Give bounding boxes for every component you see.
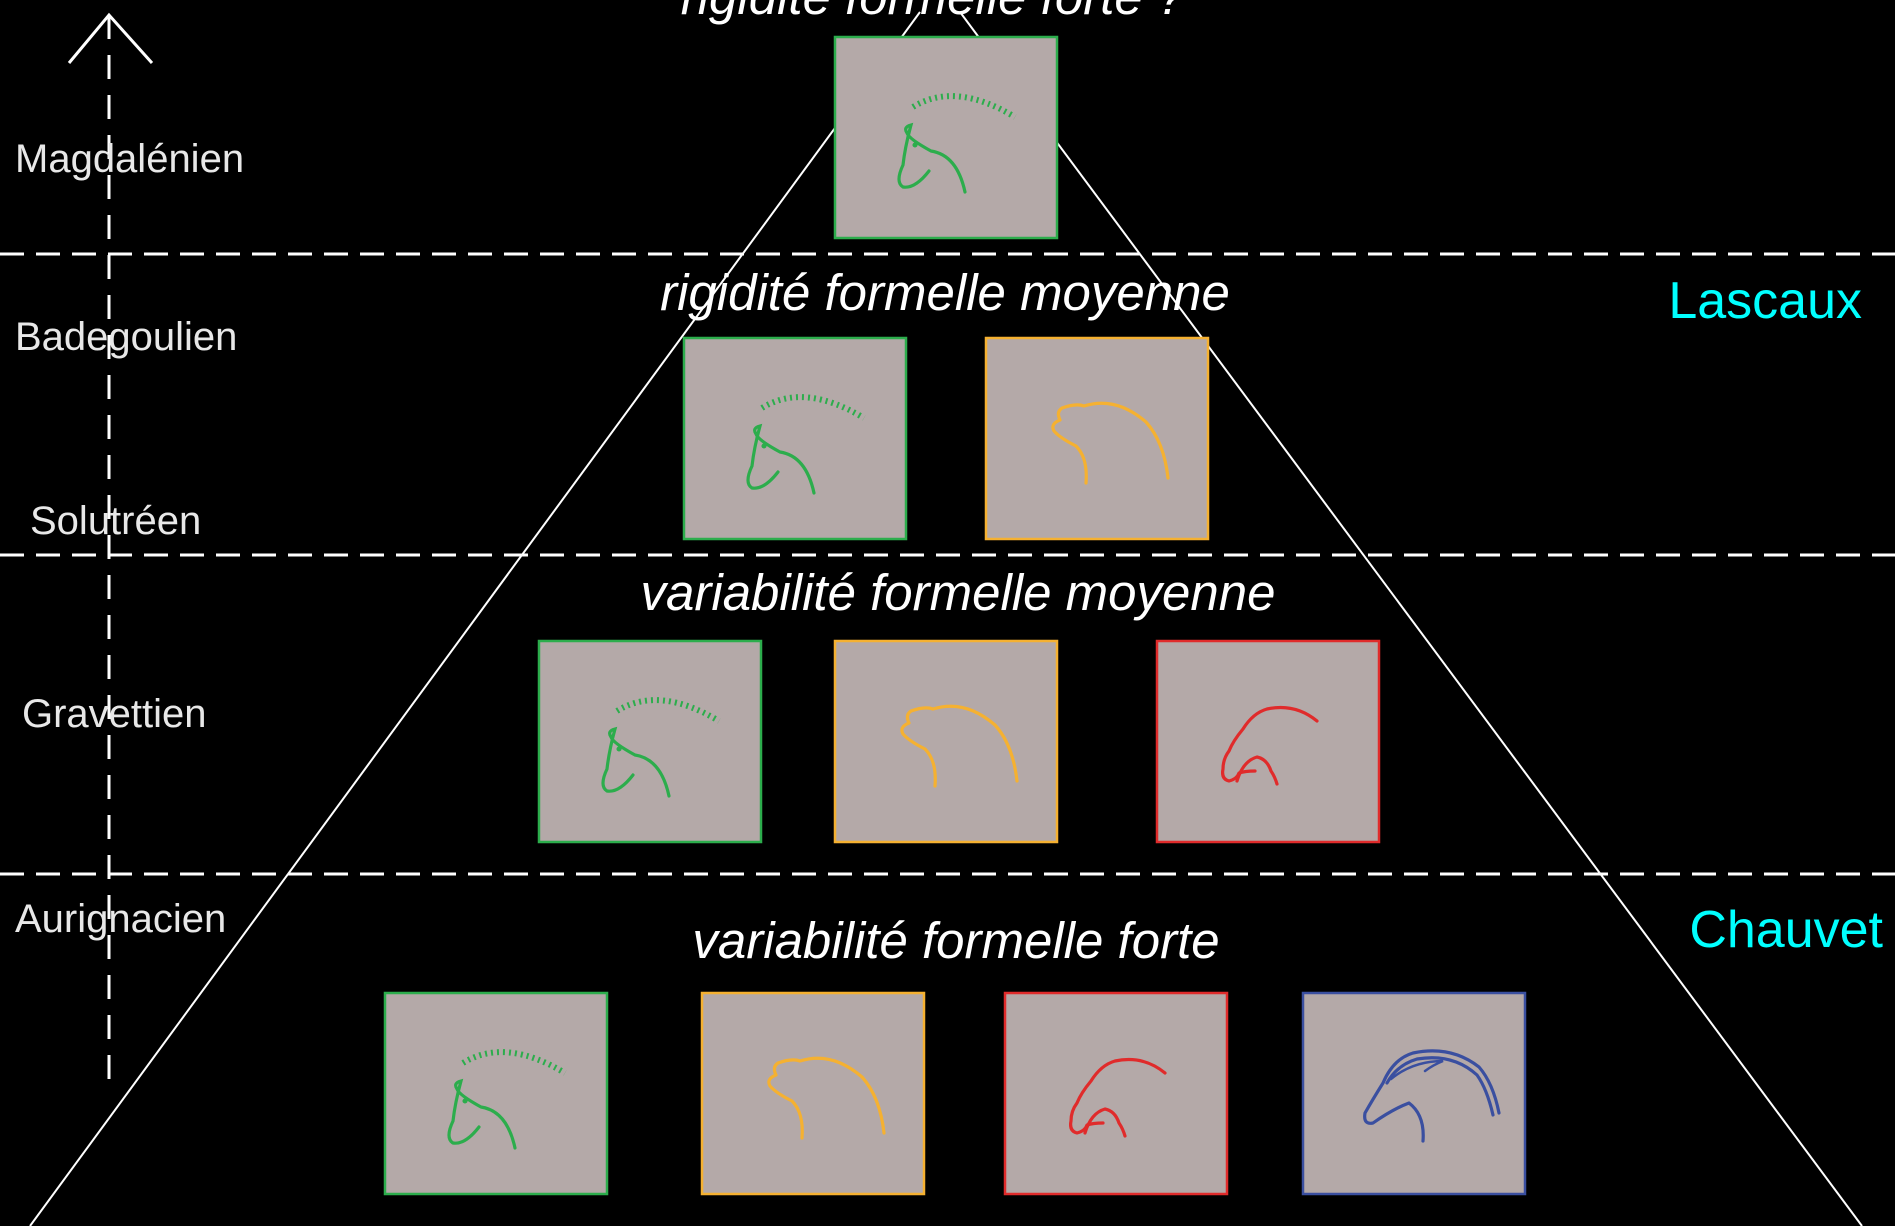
period-label-badegoulien: Badegoulien (15, 315, 237, 359)
panel-frame (537, 639, 763, 844)
panel-frame (833, 35, 1059, 240)
horse-panel-level3-green (537, 639, 763, 844)
period-label-aurignacien: Aurignacien (15, 897, 226, 941)
panel-frame (1003, 991, 1229, 1196)
pyramid-left-edge (29, 11, 921, 1226)
period-label-magdalenien: Magdalénien (15, 137, 244, 181)
caption-level1: rigidité formelle forte ? (681, 0, 1186, 25)
panel-frame (984, 336, 1210, 541)
panel-frame (383, 991, 609, 1196)
panel-frame (833, 639, 1059, 844)
site-label-chauvet: Chauvet (1689, 901, 1883, 959)
time-axis (67, 12, 154, 1082)
caption-level3: variabilité formelle moyenne (641, 564, 1276, 621)
horse-panel-level3-orange (833, 639, 1059, 844)
panel-frame (682, 336, 908, 541)
panel-frame (1301, 991, 1527, 1196)
arrow-head-icon (67, 12, 154, 65)
horse-panel-level4-blue (1301, 991, 1527, 1196)
pyramid-right-edge (959, 11, 1863, 1226)
horse-panel-level4-red (1003, 991, 1229, 1196)
horse-panel-level4-green (383, 991, 609, 1196)
horse-panel-level4-orange (700, 991, 926, 1196)
horse-panel-level1-green (833, 35, 1059, 240)
horse-panels (383, 35, 1527, 1196)
panel-frame (1155, 639, 1381, 844)
period-label-solutreen: Solutréen (30, 499, 201, 543)
horse-panel-level3-red (1155, 639, 1381, 844)
horse-panel-level2-orange (984, 336, 1210, 541)
horse-panel-level2-green (682, 336, 908, 541)
panel-frame (700, 991, 926, 1196)
caption-level2: rigidité formelle moyenne (660, 264, 1230, 321)
period-label-gravettien: Gravettien (22, 692, 207, 736)
site-label-lascaux: Lascaux (1668, 272, 1862, 330)
caption-level4: variabilité formelle forte (692, 912, 1219, 969)
